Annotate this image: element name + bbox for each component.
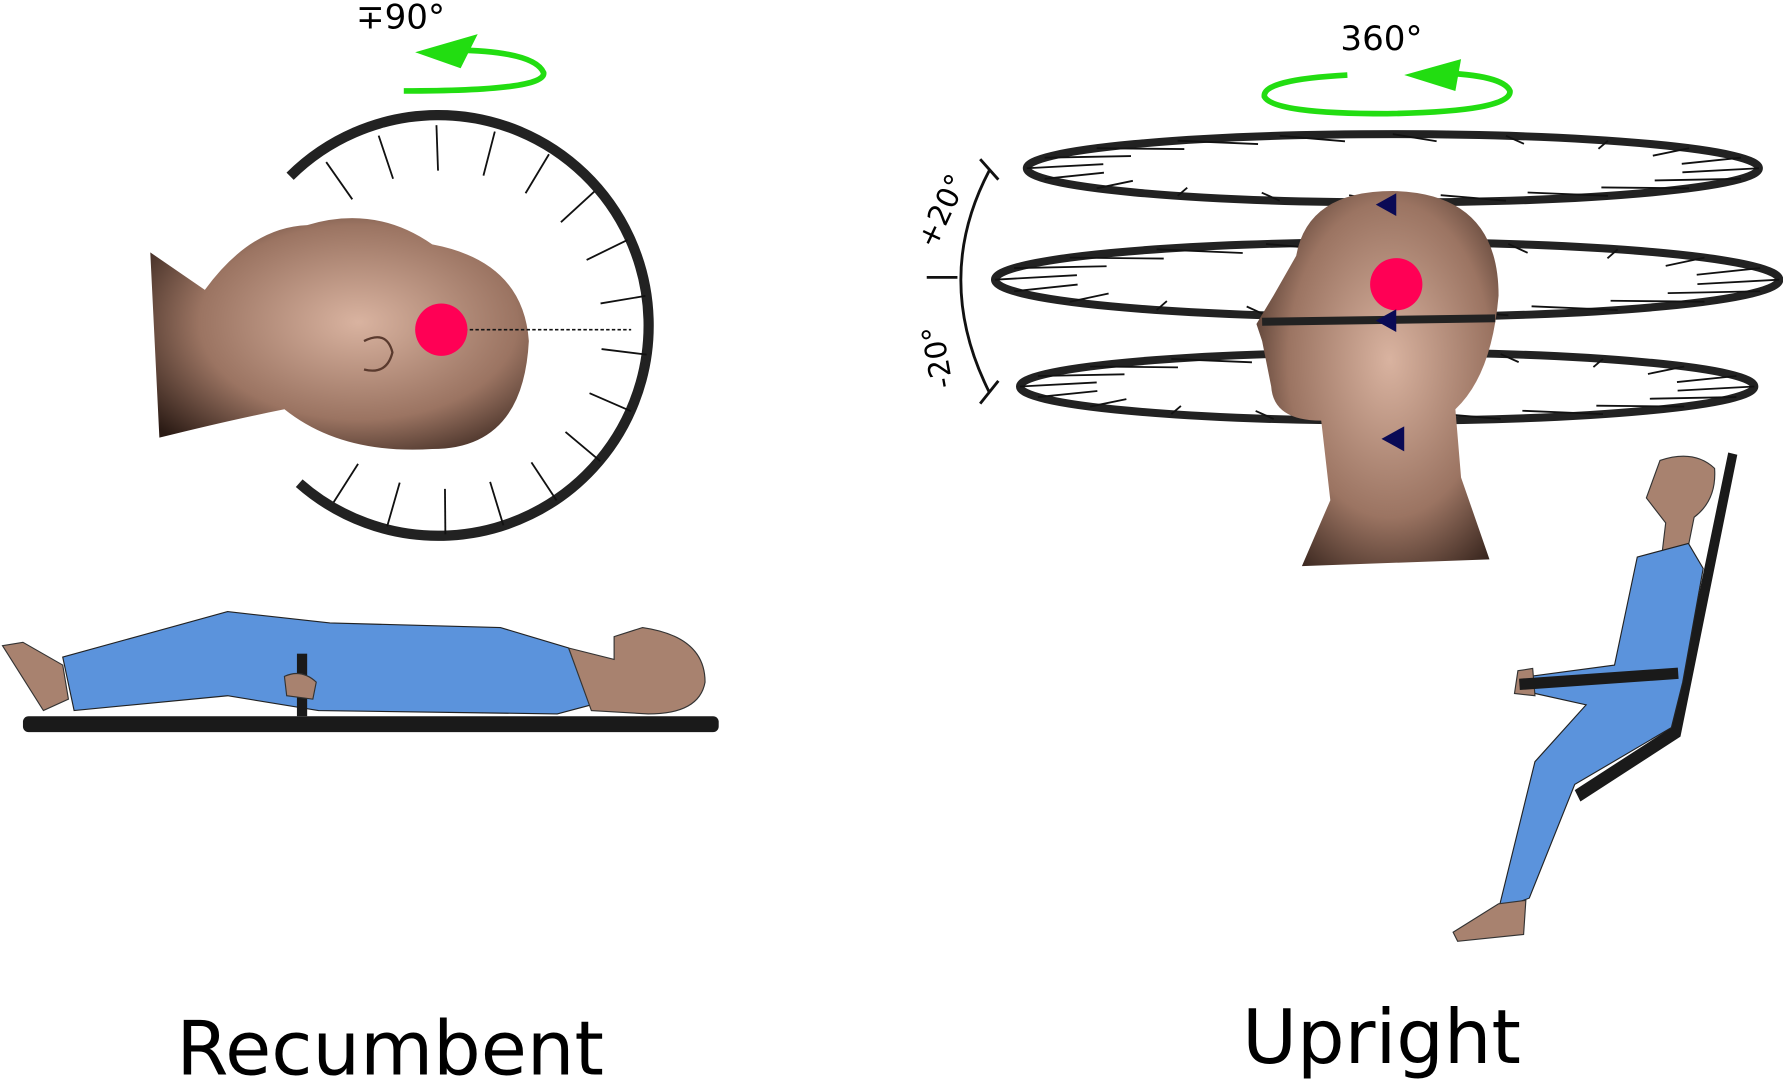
scale-tick: [589, 392, 632, 413]
ring-tick: [1601, 186, 1690, 190]
ring-tick: [1440, 194, 1507, 202]
ring-tick: [1156, 300, 1168, 311]
scale-tick: [586, 239, 628, 261]
target-dot: [1370, 258, 1423, 311]
ring-tick: [1505, 134, 1525, 145]
upright-caption: Upright: [1242, 993, 1521, 1080]
ring-tick: [1597, 139, 1609, 150]
tilt-down-label: -20°: [915, 323, 959, 391]
scale-tick: [560, 190, 596, 223]
ring-tick: [1177, 186, 1188, 197]
seated-person: [1452, 452, 1738, 942]
ring-tick: [1090, 365, 1178, 369]
ring-tick: [1667, 290, 1761, 295]
scale-tick: [482, 131, 496, 176]
scale-tick: [325, 161, 354, 200]
ring-tick: [1044, 155, 1131, 159]
scale-tick: [435, 125, 439, 171]
lying-person: [1, 611, 719, 733]
scale-tick: [600, 295, 646, 305]
marker-bottom-icon: [1381, 426, 1405, 452]
ring-tick: [1069, 292, 1109, 303]
ring-tick: [1527, 191, 1609, 197]
rotation-arrow-icon: [1261, 59, 1513, 117]
ring-tick: [1044, 171, 1105, 180]
rotation-arrow-icon: [403, 34, 547, 94]
tilt-scale: +20° -20°: [910, 158, 1000, 405]
ring-tick: [1096, 179, 1134, 190]
ring-tick: [1255, 410, 1275, 420]
scale-tick: [377, 135, 394, 180]
scale-tick: [524, 153, 550, 194]
ring-tick: [1596, 404, 1685, 408]
recumbent-caption: Recumbent: [176, 1004, 603, 1080]
ring-tick: [1069, 256, 1164, 260]
ring-tick: [1177, 139, 1259, 145]
ring-tick: [1592, 358, 1604, 368]
ring-tick: [1647, 365, 1685, 375]
ring-tick: [1156, 248, 1243, 254]
upright-panel: 360° +20° -20°: [910, 19, 1783, 1080]
ring-tick: [1531, 305, 1618, 311]
ring-tick: [1014, 283, 1078, 293]
ring-tick: [1279, 134, 1346, 143]
semicircle-scale: [286, 110, 654, 541]
ring-tick: [1171, 358, 1252, 364]
recumbent-panel: ∓90° Recumbent: [1, 0, 719, 1080]
ring-tick: [1682, 167, 1759, 174]
ring-tick: [1697, 278, 1780, 286]
ring-tick: [1170, 405, 1182, 415]
ring-tick: [1654, 177, 1742, 182]
scale-tick: [489, 481, 505, 526]
ring-tick: [1649, 396, 1737, 400]
marker-middle-icon: [1375, 309, 1397, 332]
ring-tick: [994, 274, 1077, 281]
ring-tick: [1392, 133, 1437, 143]
chair: [1574, 452, 1738, 802]
ring-tick: [1026, 163, 1104, 170]
ring-tick: [1696, 267, 1761, 276]
ring-tick: [1606, 248, 1619, 259]
scale-tick: [386, 482, 401, 527]
ring-tick: [1037, 373, 1125, 377]
ring-tick: [1522, 409, 1604, 416]
recumbent-rotation-label: ∓90°: [356, 0, 445, 37]
head-recumbent: [150, 218, 529, 450]
ring-tick: [1665, 256, 1705, 267]
ring-tick: [1037, 390, 1098, 398]
ring-tick: [1677, 385, 1755, 392]
bed: [22, 716, 719, 733]
scale-tick: [332, 463, 359, 503]
ring-tick: [1019, 381, 1097, 388]
ring-tick: [1500, 353, 1520, 363]
ring-tick: [1676, 375, 1737, 383]
scale-tick: [530, 461, 558, 501]
ring-tick: [1652, 147, 1690, 157]
scale-tick: [564, 431, 601, 462]
ring-tick: [1610, 299, 1705, 303]
scale-tick: [601, 348, 647, 356]
marker-top-icon: [1375, 193, 1397, 216]
head-upright: [1256, 190, 1499, 567]
ring-tick: [1096, 147, 1185, 151]
target-dot: [415, 303, 468, 356]
ring-tick: [1089, 398, 1127, 408]
ring-tick: [1261, 191, 1281, 202]
upright-rotation-label: 360°: [1340, 19, 1422, 59]
ring-tick: [1014, 265, 1107, 269]
ring-tick: [1507, 243, 1529, 254]
ring-tick: [1681, 156, 1742, 165]
